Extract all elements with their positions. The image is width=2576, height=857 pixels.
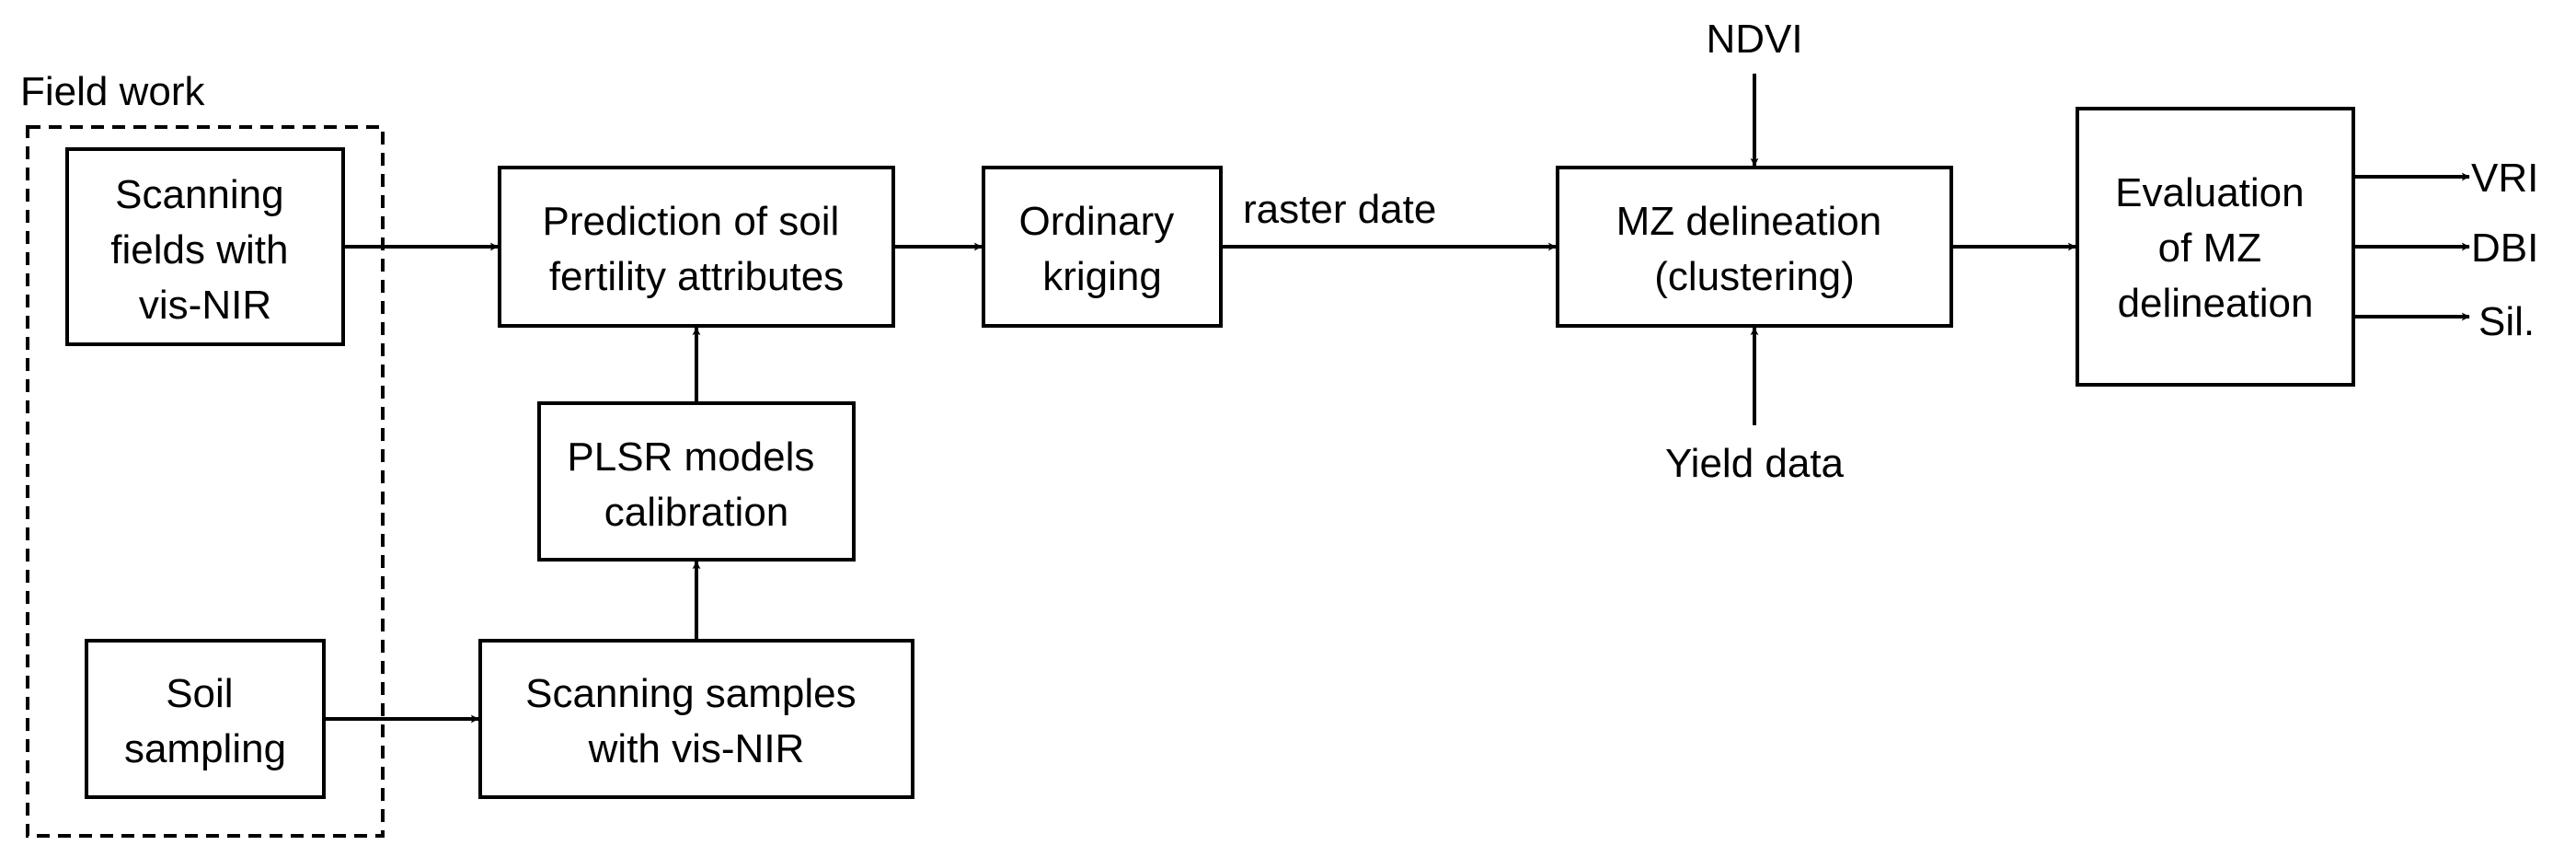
ndvi-label: NDVI xyxy=(1706,17,1802,62)
scanning-fields-line-1: Scanning xyxy=(115,172,283,217)
mz-delineation-box xyxy=(1556,166,1953,328)
scanning-fields-line-2: fields with xyxy=(110,227,288,272)
mz-delineation-line-2: (clustering) xyxy=(1654,254,1855,299)
scanning-fields-text: Scanning fields with vis-NIR xyxy=(110,172,299,328)
plsr-line-2: calibration xyxy=(604,490,789,535)
kriging-line-2: kriging xyxy=(1042,254,1162,299)
vri-label: VRI xyxy=(2471,156,2538,201)
plsr-text: PLSR models calibration xyxy=(567,434,825,535)
evaluation-line-1: Evaluation xyxy=(2115,170,2304,215)
kriging-box xyxy=(982,166,1223,328)
connectors xyxy=(324,74,2470,724)
soil-sampling-text: Soil sampling xyxy=(124,671,286,771)
scanning-fields-box xyxy=(65,147,345,346)
scanning-samples-line-2: with vis-NIR xyxy=(588,726,805,771)
mz-delineation-node: MZ delineation (clustering) xyxy=(1556,166,1953,328)
prediction-node: Prediction of soil fertility attributes xyxy=(498,166,895,328)
evaluation-line-3: delineation xyxy=(2118,281,2314,326)
soil-sampling-line-2: sampling xyxy=(124,726,286,771)
field-work-label: Field work xyxy=(20,69,205,114)
yield-data-label: Yield data xyxy=(1665,441,1845,486)
plsr-box xyxy=(537,401,856,562)
prediction-box xyxy=(498,166,895,328)
mz-delineation-text: MZ delineation (clustering) xyxy=(1616,199,1893,299)
kriging-node: Ordinary kriging xyxy=(982,166,1223,328)
scanning-fields-line-3: vis-NIR xyxy=(139,283,271,328)
scanning-fields-node: Scanning fields with vis-NIR xyxy=(65,147,345,346)
prediction-line-2: fertility attributes xyxy=(549,254,844,299)
plsr-node: PLSR models calibration xyxy=(537,401,856,562)
dbi-label: DBI xyxy=(2471,226,2538,271)
kriging-line-1: Ordinary xyxy=(1019,199,1175,244)
raster-date-label: raster date xyxy=(1243,187,1436,232)
evaluation-line-2: of MZ xyxy=(2158,226,2261,271)
scanning-samples-text: Scanning samples with vis-NIR xyxy=(525,671,868,771)
sil-label: Sil. xyxy=(2478,299,2535,344)
field-work-group xyxy=(26,125,385,838)
scanning-samples-line-1: Scanning samples xyxy=(525,671,857,716)
scanning-samples-node: Scanning samples with vis-NIR xyxy=(478,639,914,799)
soil-sampling-node: Soil sampling xyxy=(85,639,326,799)
kriging-text: Ordinary kriging xyxy=(1019,199,1186,299)
plsr-line-1: PLSR models xyxy=(567,434,814,480)
prediction-line-1: Prediction of soil xyxy=(542,199,839,244)
soil-sampling-box xyxy=(85,639,326,799)
mz-delineation-line-1: MZ delineation xyxy=(1616,199,1882,244)
evaluation-node: Evaluation of MZ delineation xyxy=(2076,107,2355,387)
evaluation-text: Evaluation of MZ delineation xyxy=(2115,170,2316,326)
soil-sampling-line-1: Soil xyxy=(166,671,233,716)
evaluation-box xyxy=(2076,107,2355,387)
scanning-samples-box xyxy=(478,639,914,799)
prediction-text: Prediction of soil fertility attributes xyxy=(542,199,850,299)
